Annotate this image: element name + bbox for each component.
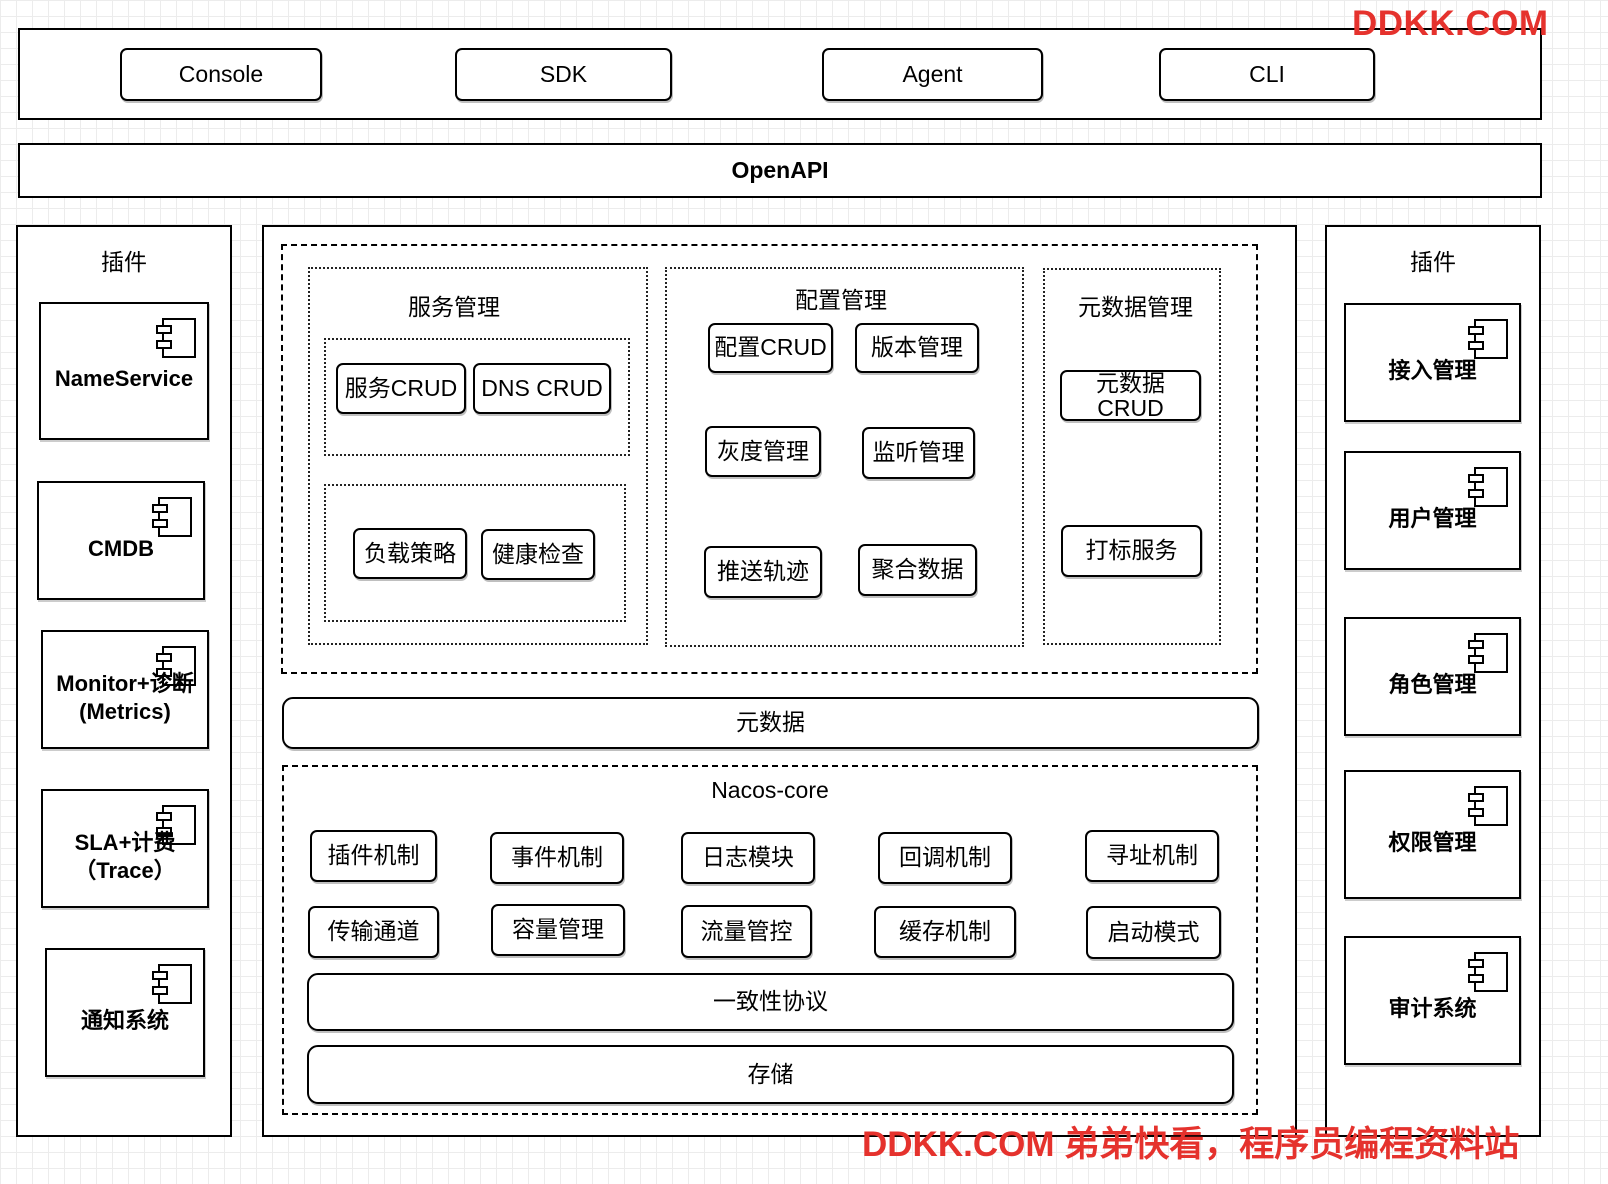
config-crud-node: 配置CRUD: [708, 323, 833, 373]
consistency-protocol-bar: 一致性协议: [307, 973, 1234, 1031]
core-traffic-control: 流量管控: [681, 905, 812, 958]
gray-release-node: 灰度管理: [705, 426, 821, 477]
watermark-top: DDKK.COM: [1352, 4, 1549, 43]
nacos-core-region: [282, 765, 1258, 1115]
plugin-label: NameService: [54, 366, 194, 392]
plugin-label: CMDB: [88, 535, 154, 561]
plugin-sla: SLA+计费 （Trace）: [41, 789, 209, 908]
sdk-node: SDK: [455, 48, 672, 101]
core-cache-mechanism: 缓存机制: [874, 906, 1016, 958]
plugin-label: Monitor+诊断 (Metrics): [56, 671, 194, 724]
plugin-label: 审计系统: [1388, 995, 1477, 1021]
aggregate-data-node: 聚合数据: [858, 544, 977, 596]
dns-crud-node: DNS CRUD: [473, 363, 611, 414]
management-region: [281, 244, 1258, 674]
agent-node: Agent: [822, 48, 1043, 101]
component-icon: [1468, 319, 1508, 359]
component-icon: [1468, 633, 1508, 673]
plugin-notify: 通知系统: [45, 948, 205, 1077]
plugin-monitor: Monitor+诊断 (Metrics): [41, 630, 209, 749]
core-log-module: 日志模块: [681, 832, 815, 884]
watermark-bottom: DDKK.COM 弟弟快看，程序员编程资料站: [862, 1125, 1520, 1164]
plugin-label: 接入管理: [1388, 357, 1477, 383]
plugin-user-mgmt: 用户管理: [1344, 451, 1521, 570]
core-addressing-mechanism: 寻址机制: [1085, 830, 1219, 882]
component-icon: [156, 318, 196, 358]
plugin-access-mgmt: 接入管理: [1344, 303, 1521, 422]
service-mgmt-box: [308, 267, 648, 645]
core-event-mechanism: 事件机制: [490, 832, 624, 884]
metadata-mgmt-title: 元数据管理: [1078, 294, 1193, 320]
plugin-cmdb: CMDB: [37, 481, 205, 600]
plugin-audit: 审计系统: [1344, 936, 1521, 1065]
service-policy-group: [324, 484, 626, 622]
service-mgmt-title: 服务管理: [408, 294, 500, 320]
load-policy-node: 负载策略: [353, 528, 467, 579]
plugin-permission-mgmt: 权限管理: [1344, 770, 1521, 899]
plugin-nameservice: NameService: [39, 302, 209, 440]
config-mgmt-box: [665, 267, 1024, 647]
core-startup-mode: 启动模式: [1086, 906, 1221, 959]
component-icon: [152, 497, 192, 537]
component-icon: [1468, 786, 1508, 826]
listener-mgmt-node: 监听管理: [862, 427, 975, 479]
version-mgmt-node: 版本管理: [855, 323, 979, 373]
core-plugin-mechanism: 插件机制: [310, 830, 437, 882]
service-crud-group: [324, 338, 630, 456]
metadata-crud-node: 元数据 CRUD: [1060, 370, 1201, 421]
core-capacity-mgmt: 容量管理: [491, 904, 625, 956]
nacos-core-title: Nacos-core: [711, 777, 829, 803]
core-transport-channel: 传输通道: [308, 906, 439, 958]
right-plugin-title: 插件: [1410, 249, 1456, 275]
config-mgmt-title: 配置管理: [795, 287, 887, 313]
component-icon: [1468, 952, 1508, 992]
plugin-role-mgmt: 角色管理: [1344, 617, 1521, 736]
component-icon: [1468, 467, 1508, 507]
component-icon: [156, 646, 196, 686]
push-trace-node: 推送轨迹: [704, 546, 822, 598]
plugin-label: 权限管理: [1388, 829, 1477, 855]
plugin-label: 角色管理: [1388, 671, 1477, 697]
component-icon: [152, 964, 192, 1004]
plugin-label: 通知系统: [80, 1007, 169, 1033]
health-check-node: 健康检查: [481, 529, 595, 580]
component-icon: [156, 805, 196, 845]
console-node: Console: [120, 48, 322, 101]
tagging-service-node: 打标服务: [1061, 525, 1202, 577]
openapi-bar: OpenAPI: [18, 143, 1542, 198]
core-callback-mechanism: 回调机制: [878, 832, 1012, 884]
plugin-label: 用户管理: [1388, 505, 1477, 531]
storage-bar: 存储: [307, 1045, 1234, 1104]
metadata-mgmt-box: [1043, 268, 1221, 645]
service-crud-node: 服务CRUD: [336, 363, 466, 414]
metadata-bar: 元数据: [282, 697, 1259, 749]
cli-node: CLI: [1159, 48, 1375, 101]
left-plugin-title: 插件: [101, 249, 147, 275]
plugin-label: SLA+计费 （Trace）: [74, 830, 176, 883]
